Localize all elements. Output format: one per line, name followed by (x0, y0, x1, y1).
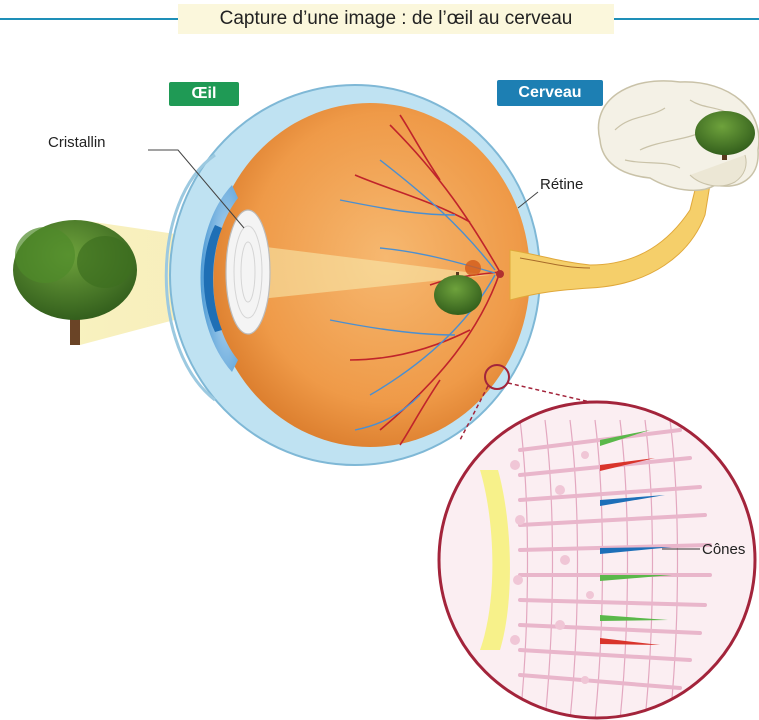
retina-label: Rétine (540, 176, 583, 193)
magnifier-line (508, 383, 590, 402)
retina-inset (439, 402, 755, 720)
optic-disc (496, 270, 504, 278)
cones-label: Cônes (702, 541, 745, 558)
lens-label: Cristallin (48, 134, 106, 151)
eye-tag: Œil (169, 82, 239, 106)
lens (226, 210, 270, 334)
brain-tag: Cerveau (497, 80, 603, 106)
fovea (465, 260, 481, 276)
